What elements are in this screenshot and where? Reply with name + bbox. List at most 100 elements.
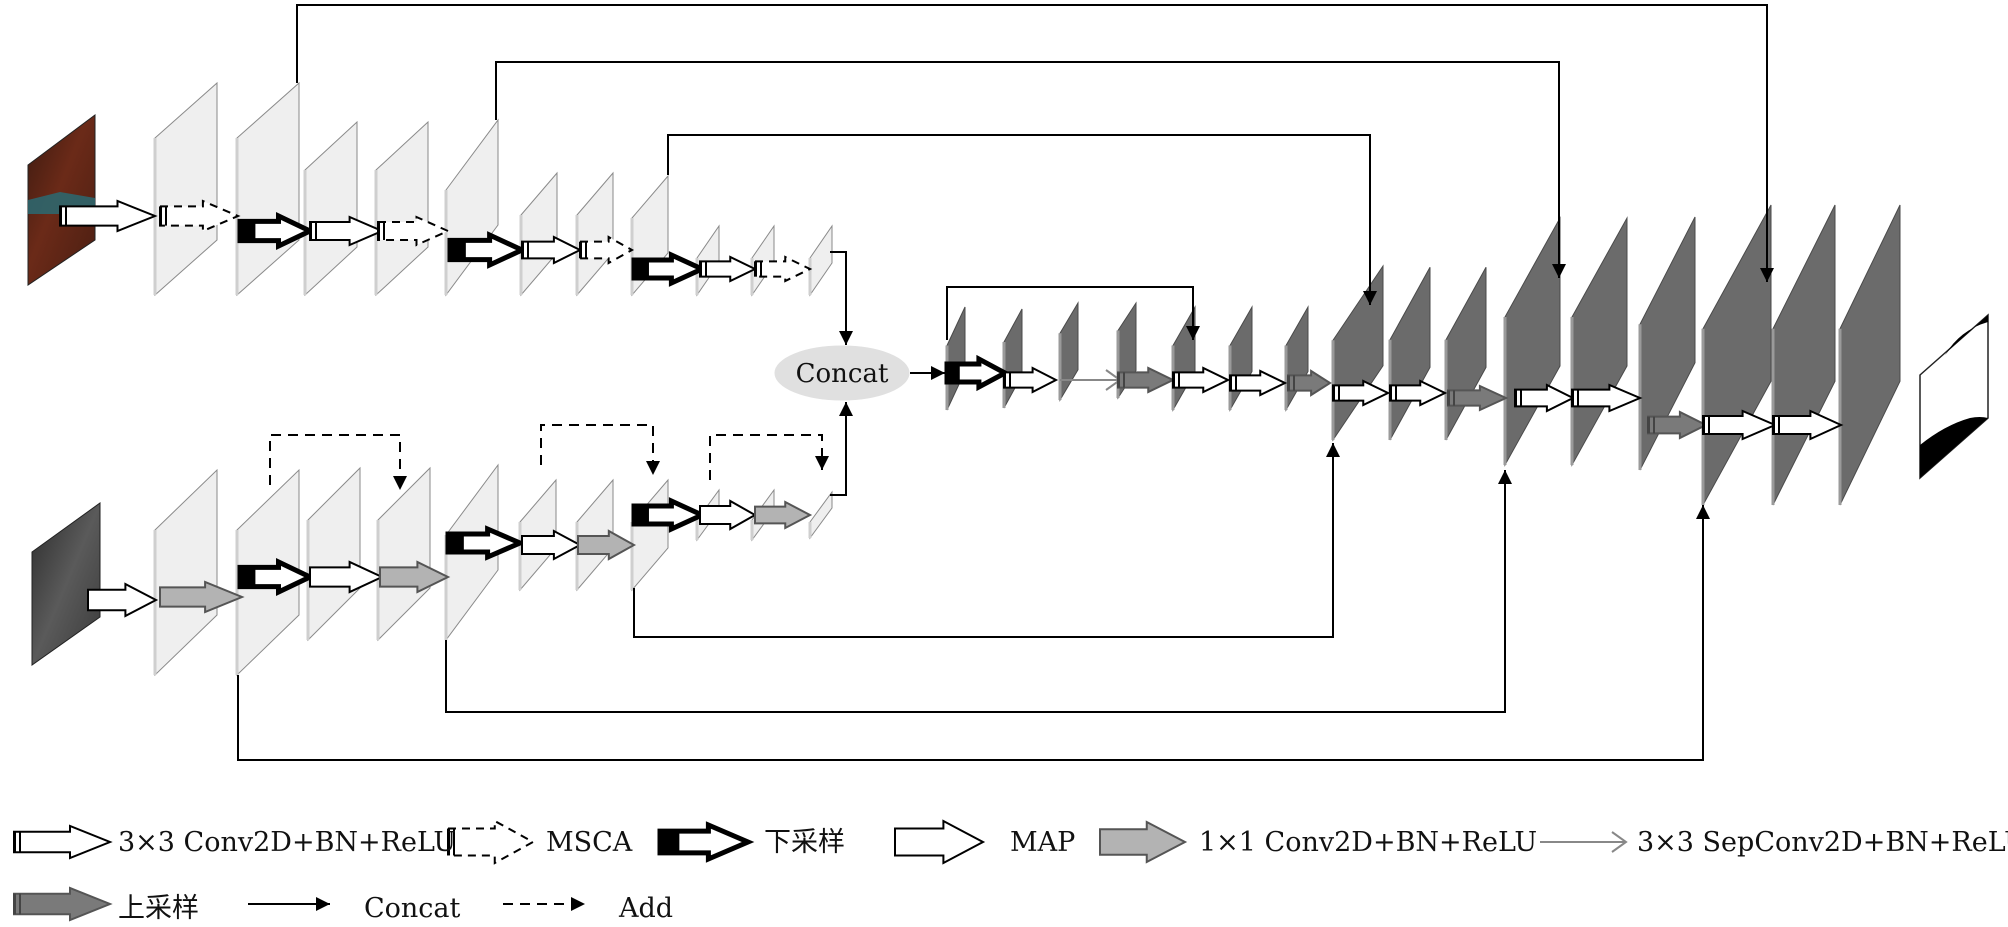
plane-face xyxy=(154,468,218,677)
arrow-tail-mark xyxy=(521,241,524,259)
arrow-tail-fill xyxy=(448,534,464,552)
arrow-tail-fill xyxy=(240,221,256,241)
arrow-body xyxy=(1389,379,1448,407)
plane-face xyxy=(576,171,614,297)
arrow-body xyxy=(1099,820,1188,864)
arrow-body xyxy=(1172,366,1231,394)
decoder-plane-6 xyxy=(1284,305,1309,412)
arrow-body xyxy=(521,529,583,561)
arrow-body xyxy=(894,819,986,865)
arrow-body xyxy=(1772,409,1844,441)
arrow-tail-mark xyxy=(1778,416,1780,434)
arrow-body xyxy=(1702,409,1778,441)
bottom-conv1x1-arrow-1 xyxy=(379,560,451,594)
bottom-encoder-to-concat-line xyxy=(830,402,853,496)
top-conv3x3-arrow-2 xyxy=(521,235,583,265)
legend-concat-label: Concat xyxy=(364,893,461,922)
arrow-body xyxy=(521,235,583,265)
concat-node-label: Concat xyxy=(796,359,889,389)
decoder-conv3x3-arrow-8 xyxy=(1772,409,1844,441)
arrow-body xyxy=(309,215,385,247)
arrow-tail-mark xyxy=(1293,375,1295,391)
legend-conv3x3-label: 3×3 Conv2D+BN+ReLU xyxy=(118,827,456,858)
plane-face xyxy=(1445,266,1487,441)
plane-face xyxy=(809,490,833,540)
plane-face xyxy=(445,118,499,297)
arrow-tail-mark xyxy=(705,261,707,277)
arrow-tail-mark xyxy=(527,241,529,259)
bottom-conv1x1-arrow-3 xyxy=(754,500,813,530)
bottom-map-arrow-3 xyxy=(699,499,758,531)
legend-upsample-icon xyxy=(13,886,113,922)
plane-face xyxy=(519,478,557,592)
arrow-tail-mark xyxy=(1229,375,1232,391)
top-downsample-arrow-1 xyxy=(447,231,528,269)
decoder-conv3x3-arrow-4 xyxy=(1389,379,1448,407)
output-mask-icon xyxy=(1919,313,1989,480)
decoder-plane-11 xyxy=(1570,216,1628,467)
arrow-body xyxy=(1447,384,1509,412)
legend-msca-icon xyxy=(447,819,536,865)
decoder-upsample-arrow-0 xyxy=(1117,366,1176,394)
decoder-conv3x3-arrow-0 xyxy=(1003,366,1059,394)
decoder-conv3x3-arrow-1 xyxy=(1172,366,1231,394)
arrow-tail-mark xyxy=(1178,372,1180,388)
bottom-skip-connection-0 xyxy=(633,443,1340,638)
legend-map-label: MAP xyxy=(1010,827,1075,858)
arrow-body xyxy=(754,500,813,530)
legend: 3×3 Conv2D+BN+ReLU MSCA 下采样 MAP 1×1 Conv… xyxy=(13,819,2008,924)
bottom-conv1x1-arrow-2 xyxy=(577,529,637,561)
arrow-tail-mark xyxy=(579,241,582,259)
arrow-tail-mark xyxy=(13,893,16,915)
bottom-add-connection-1 xyxy=(540,424,660,475)
plane-face xyxy=(1389,266,1431,441)
bottom-add-connection-2 xyxy=(709,434,829,480)
plane-face xyxy=(1772,204,1836,506)
top-msca-arrow-1 xyxy=(377,215,451,247)
decoder-downsample-arrow xyxy=(944,354,1011,392)
top-encoder-to-concat-line xyxy=(830,251,853,345)
legend-msca-label: MSCA xyxy=(546,827,633,858)
arrow-body xyxy=(447,819,536,865)
arrow-body xyxy=(1229,369,1288,397)
bottom-encoder-plane-10 xyxy=(808,490,833,540)
plane-face xyxy=(375,120,429,297)
arrow-tail-mark xyxy=(13,831,16,853)
arrow-tail-mark xyxy=(1702,416,1705,434)
plane-face xyxy=(377,466,431,642)
top-msca-arrow-2 xyxy=(579,235,635,265)
bottom-encoder-plane-0 xyxy=(153,468,218,677)
arrow-body xyxy=(1287,369,1332,397)
bottom-encoder-plane-2 xyxy=(306,466,361,642)
decoder-conv3x3-arrow-5 xyxy=(1514,383,1576,413)
legend-conv1x1-icon xyxy=(1099,820,1188,864)
arrow-body xyxy=(59,199,158,233)
decoder-conv3x3-arrow-7 xyxy=(1702,409,1778,441)
arrow-tail-mark xyxy=(1447,390,1450,406)
bottom-encoder-plane-5 xyxy=(518,478,557,592)
decoder-inner-skip-connection xyxy=(946,286,1200,340)
plane-face xyxy=(1059,301,1079,402)
legend-sepconv-label: 3×3 SepConv2D+BN+ReLU xyxy=(1637,827,2008,858)
top-msca-arrow-3 xyxy=(754,255,813,283)
bottom-map-arrow-2 xyxy=(521,529,583,561)
arrow-tail-mark xyxy=(1708,416,1710,434)
decoder-plane-15 xyxy=(1838,204,1901,506)
arrow-tail-mark xyxy=(1453,390,1455,406)
arrow-tail-mark xyxy=(59,206,62,226)
top-skip-connection-2 xyxy=(667,134,1377,305)
plane-face xyxy=(809,224,833,297)
arrow-tail-mark xyxy=(1003,372,1006,388)
top-conv3x3-arrow-1 xyxy=(309,215,385,247)
arrow-tail-fill xyxy=(947,364,960,382)
arrow-tail-mark xyxy=(159,206,162,226)
arrow-tail-mark xyxy=(309,222,312,240)
plane-face xyxy=(236,81,300,297)
plane-face xyxy=(631,478,669,592)
arrow-tail-mark xyxy=(760,261,762,277)
arrow-body xyxy=(379,560,451,594)
arrow-tail-mark xyxy=(1123,372,1125,388)
top-downsample-arrow-0 xyxy=(237,212,316,250)
arrow-body xyxy=(237,212,316,250)
